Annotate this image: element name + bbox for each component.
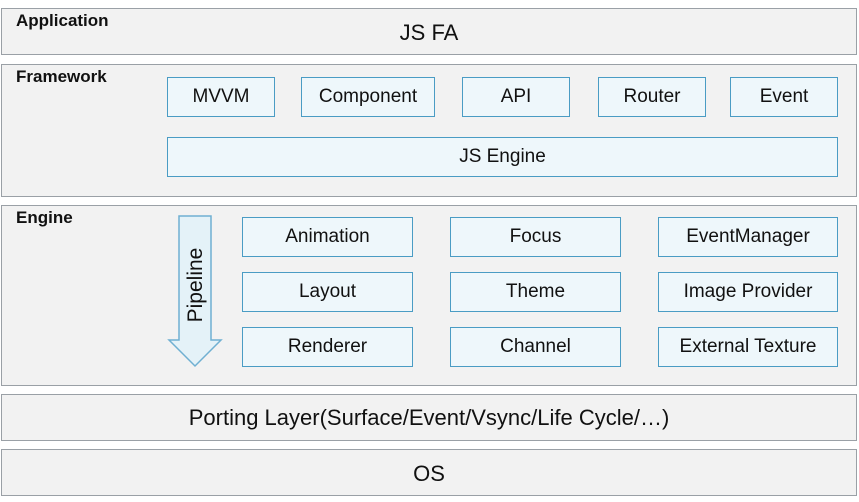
framework-module-api: API	[462, 77, 570, 117]
framework-module-mvvm: MVVM	[167, 77, 275, 117]
engine-module-external-texture: External Texture	[658, 327, 838, 367]
application-content: JS FA	[2, 20, 856, 46]
porting-content: Porting Layer(Surface/Event/Vsync/Life C…	[2, 405, 856, 431]
engine-module-image-provider: Image Provider	[658, 272, 838, 312]
framework-js-engine: JS Engine	[167, 137, 838, 177]
engine-module-channel: Channel	[450, 327, 621, 367]
engine-module-animation: Animation	[242, 217, 413, 257]
engine-module-focus: Focus	[450, 217, 621, 257]
pipeline-label: Pipeline	[184, 248, 208, 323]
application-layer: Application JS FA	[1, 8, 857, 55]
engine-module-theme: Theme	[450, 272, 621, 312]
framework-label: Framework	[16, 67, 107, 87]
porting-layer: Porting Layer(Surface/Event/Vsync/Life C…	[1, 394, 857, 441]
framework-module-event: Event	[730, 77, 838, 117]
engine-label: Engine	[16, 208, 73, 228]
engine-module-eventmanager: EventManager	[658, 217, 838, 257]
engine-module-layout: Layout	[242, 272, 413, 312]
framework-module-component: Component	[301, 77, 435, 117]
os-layer: OS	[1, 449, 857, 496]
engine-module-renderer: Renderer	[242, 327, 413, 367]
os-content: OS	[2, 461, 856, 487]
framework-module-router: Router	[598, 77, 706, 117]
